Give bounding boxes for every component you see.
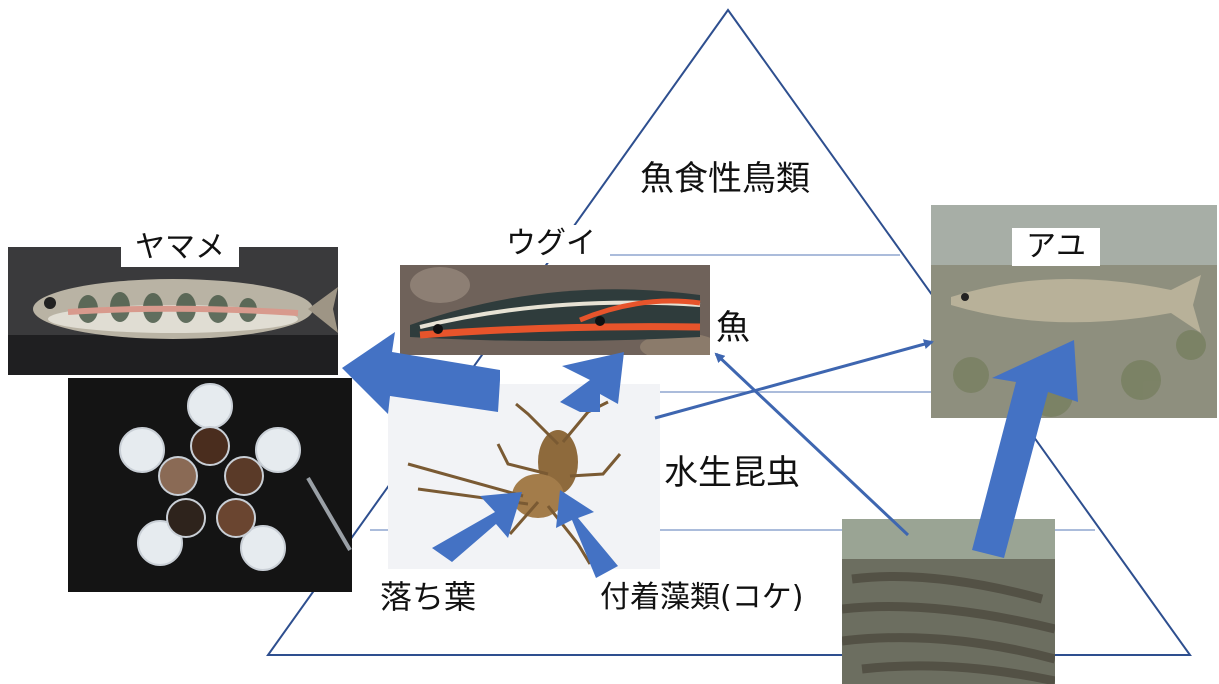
level-label-attached-algae: 付着藻類(コケ) — [600, 580, 804, 615]
ayu-caption: アユ — [1012, 228, 1100, 266]
dace-photo — [400, 265, 710, 355]
yamame-caption: ヤマメ — [121, 229, 239, 267]
trout-photo — [8, 247, 338, 375]
level-label-aquatic-insects: 水生昆虫 — [664, 453, 800, 493]
stomach-contents-photo — [68, 378, 352, 592]
algae-rock-photo — [842, 519, 1055, 684]
ugui-caption: ウグイ — [492, 225, 610, 263]
mayfly-larva-photo — [388, 384, 660, 569]
level-label-fallen-leaves: 落ち葉 — [380, 578, 477, 616]
level-label-piscivorous-birds: 魚食性鳥類 — [640, 159, 810, 199]
level-label-fish: 魚 — [716, 308, 750, 348]
